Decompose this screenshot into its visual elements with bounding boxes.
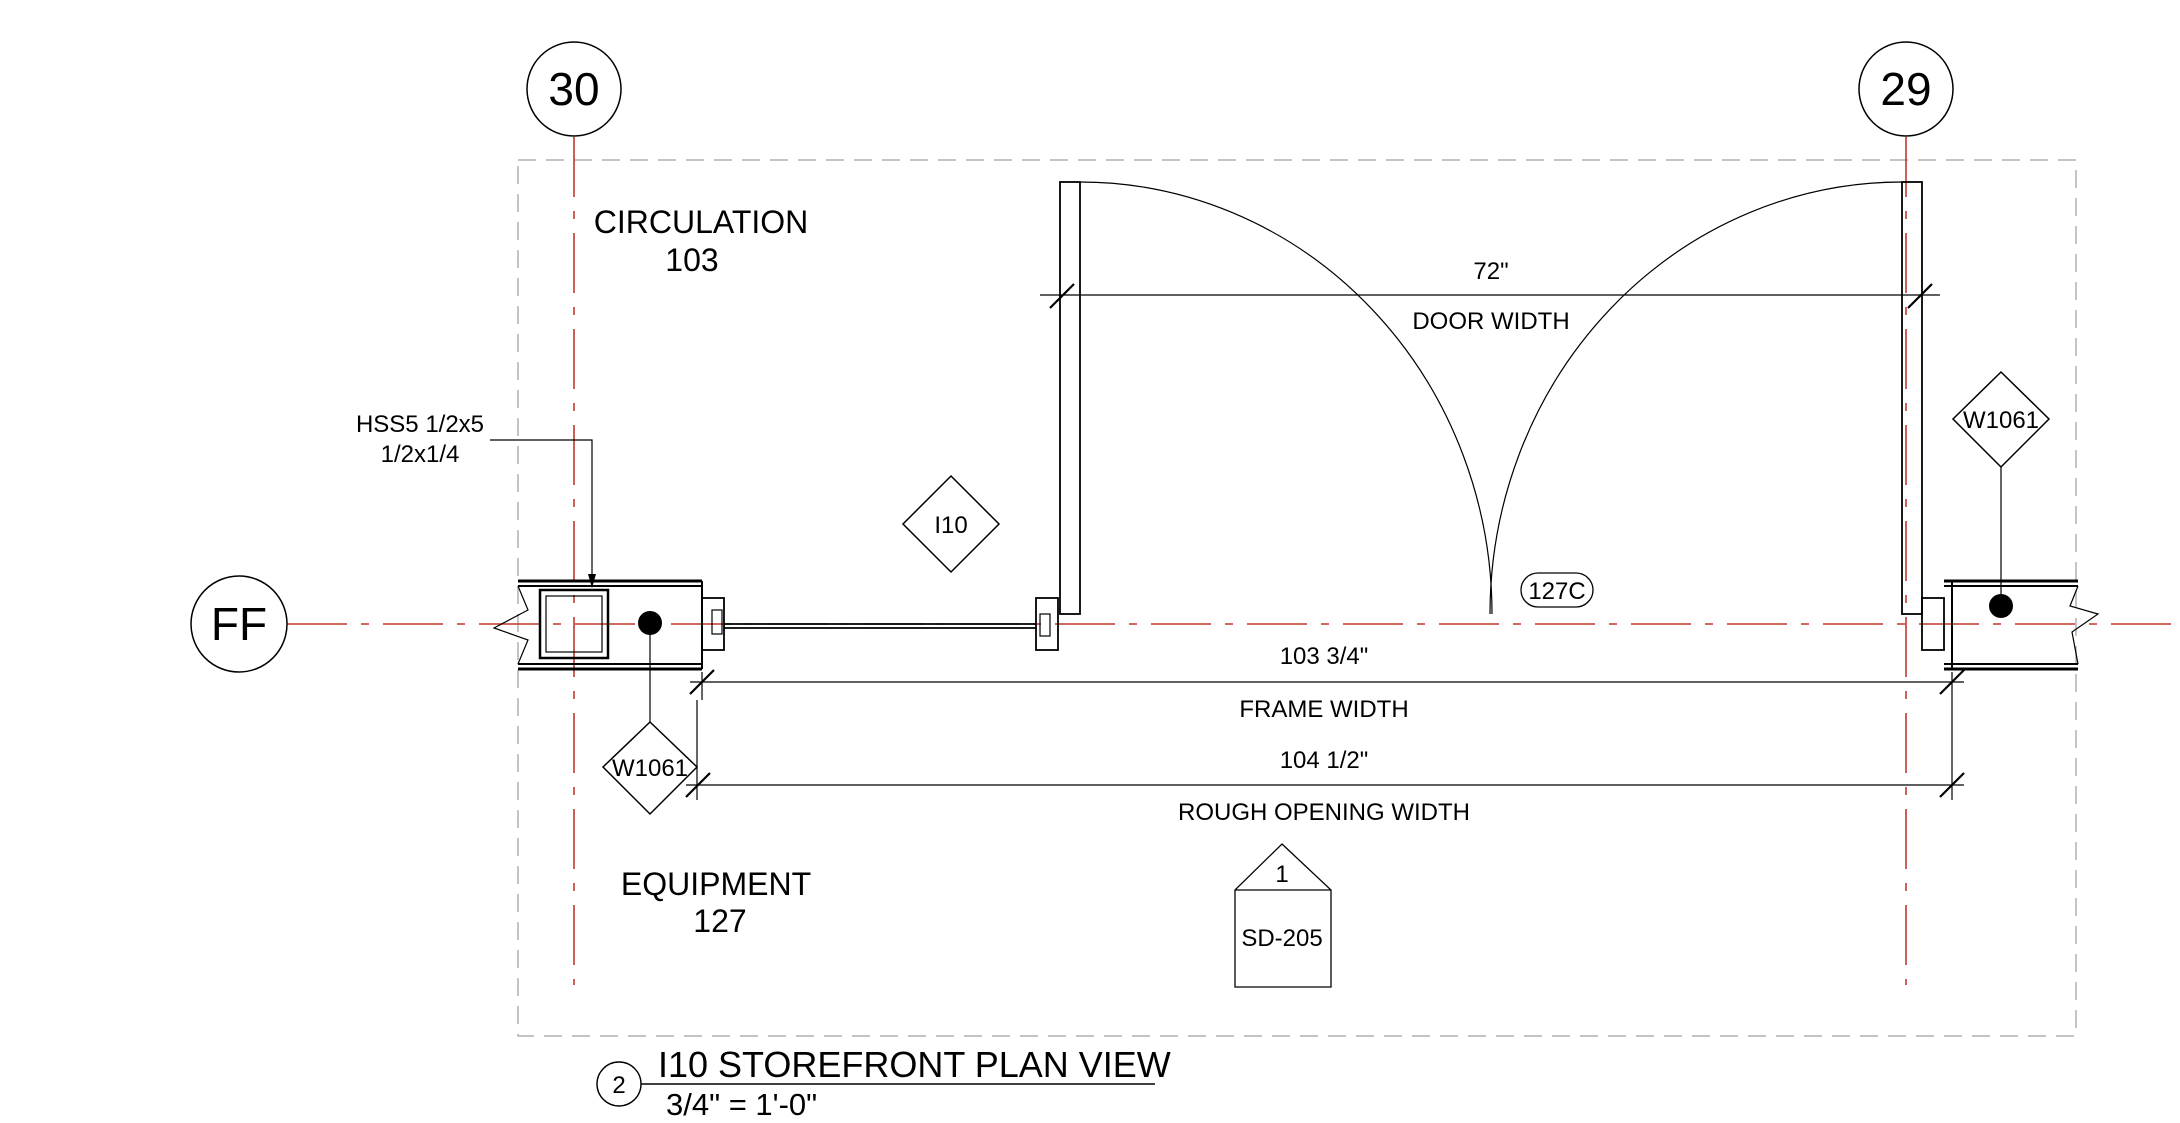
- svg-text:SD-205: SD-205: [1241, 925, 1322, 952]
- grid-bubble-29[interactable]: 29: [1858, 41, 1954, 137]
- svg-text:W1061: W1061: [1963, 407, 2039, 434]
- svg-text:FF: FF: [211, 598, 267, 650]
- dimension-rough-value: 104 1/2": [1280, 747, 1369, 774]
- room-label-circulation: CIRCULATION 103: [594, 204, 809, 278]
- grid-bubble-ff[interactable]: FF: [190, 575, 288, 673]
- hss-column: [538, 588, 610, 660]
- door-pair: [1059, 181, 1945, 651]
- dimension-rough-opening: [685, 700, 1965, 800]
- door-swing-left: [1079, 181, 1493, 615]
- svg-text:127C: 127C: [1528, 578, 1585, 605]
- svg-text:127: 127: [693, 903, 746, 939]
- section-marker[interactable]: 1 SD-205: [1234, 843, 1332, 988]
- wall-tag-right[interactable]: W1061: [1951, 370, 2051, 618]
- dimension-door-value: 72": [1473, 258, 1508, 285]
- right-wall: [1944, 579, 2100, 671]
- door-swing-right: [1489, 181, 1903, 615]
- storefront-type-tag[interactable]: I10: [901, 474, 1001, 574]
- member-callout[interactable]: HSS5 1/2x5 1/2x1/4: [356, 411, 596, 588]
- view-title-name: I10 STOREFRONT PLAN VIEW: [658, 1044, 1171, 1085]
- svg-text:W1061: W1061: [612, 755, 688, 782]
- dimension-door-width: [1040, 283, 1940, 309]
- dimension-frame-label: FRAME WIDTH: [1239, 696, 1408, 723]
- gridlines: [287, 137, 2180, 985]
- svg-text:103: 103: [665, 242, 718, 278]
- svg-text:1/2x1/4: 1/2x1/4: [381, 441, 460, 468]
- crop-region: [517, 159, 2077, 1037]
- svg-text:EQUIPMENT: EQUIPMENT: [621, 866, 811, 902]
- view-title[interactable]: 2 I10 STOREFRONT PLAN VIEW 3/4" = 1'-0": [596, 1044, 1171, 1122]
- svg-text:1: 1: [1275, 861, 1288, 888]
- svg-text:I10: I10: [934, 512, 967, 539]
- door-leaf-right: [1901, 181, 1923, 615]
- dimension-rough-label: ROUGH OPENING WIDTH: [1178, 799, 1470, 826]
- door-leaf-left: [1059, 181, 1081, 615]
- room-label-equipment: EQUIPMENT 127: [621, 866, 811, 939]
- svg-text:HSS5 1/2x5: HSS5 1/2x5: [356, 411, 484, 438]
- svg-text:CIRCULATION: CIRCULATION: [594, 204, 809, 240]
- door-tag[interactable]: 127C: [1520, 572, 1594, 608]
- dimension-door-label: DOOR WIDTH: [1412, 308, 1569, 335]
- left-wall: [492, 579, 703, 671]
- svg-text:30: 30: [548, 63, 599, 115]
- svg-text:2: 2: [612, 1072, 625, 1099]
- dimension-frame-value: 103 3/4": [1280, 643, 1369, 670]
- svg-text:29: 29: [1880, 63, 1931, 115]
- dimension-frame-width: [689, 669, 1965, 700]
- wall-tag-left[interactable]: W1061: [601, 611, 699, 816]
- grid-bubble-30[interactable]: 30: [526, 41, 622, 137]
- view-title-scale: 3/4" = 1'-0": [666, 1087, 817, 1122]
- storefront-frame-left: [701, 597, 1059, 651]
